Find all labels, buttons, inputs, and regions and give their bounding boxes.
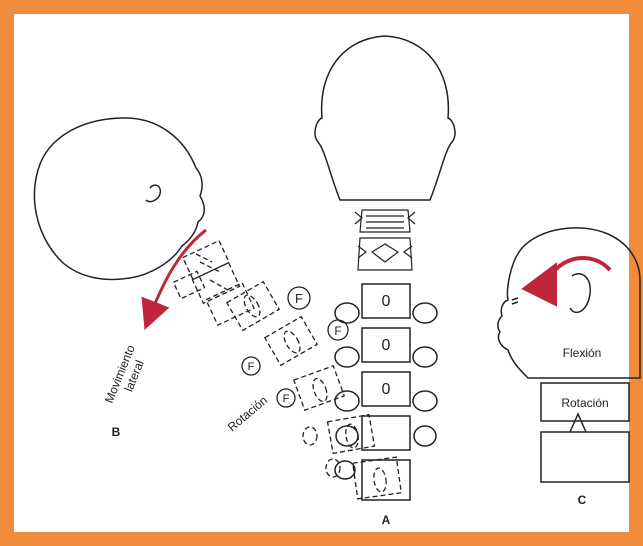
panel-c-label: C [578, 493, 587, 507]
rotation-label-b: Rotación [225, 393, 270, 434]
disc-marker: 0 [382, 337, 391, 354]
panel-b-label: B [112, 425, 121, 439]
panel-a-label: A [382, 513, 391, 527]
head-a [315, 36, 455, 200]
rotation-arrow-c [548, 258, 610, 280]
disc-markers-a: 0 0 0 [382, 293, 391, 398]
neck-b [173, 241, 254, 325]
lateral-movement-label: Movimiento lateral [102, 343, 151, 411]
facet-marker: F [295, 291, 303, 306]
rotated-vertebrae [227, 282, 401, 499]
disc-marker: 0 [382, 293, 391, 310]
disc-marker: 0 [382, 381, 391, 398]
facet-marker: F [334, 324, 341, 338]
flexion-label: Flexión [563, 346, 602, 360]
facet-marker: F [248, 361, 255, 373]
facet-marker: F [283, 393, 290, 405]
rotation-label-c: Rotación [561, 396, 608, 410]
upper-cervical-a [355, 210, 415, 270]
head-b [34, 118, 204, 279]
